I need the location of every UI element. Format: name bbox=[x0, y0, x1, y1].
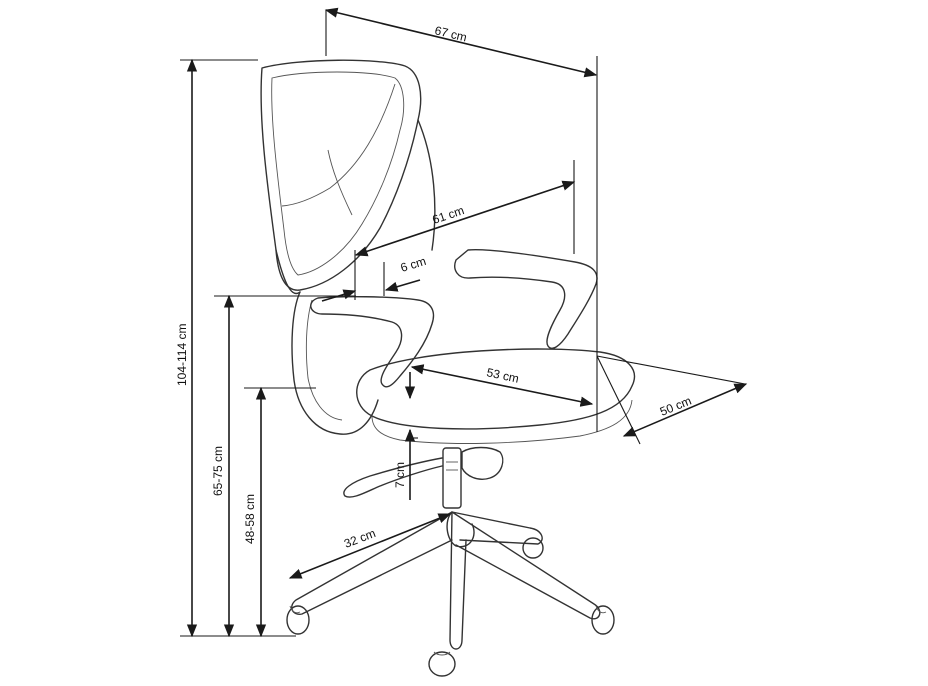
base-star bbox=[291, 511, 601, 650]
seat-edge bbox=[371, 399, 633, 444]
backrest-seam bbox=[281, 83, 396, 207]
label-base-radius: 32 cm bbox=[342, 526, 378, 551]
backrest-seam-2 bbox=[327, 149, 353, 216]
dim-base-radius bbox=[288, 513, 452, 579]
dim-backrest-width bbox=[354, 180, 576, 257]
label-seat-depth: 50 cm bbox=[658, 394, 694, 419]
mechanism bbox=[461, 446, 504, 480]
extension-lines bbox=[180, 10, 746, 637]
casters bbox=[286, 537, 615, 677]
label-width-total: 67 cm bbox=[433, 23, 468, 44]
dim-armrest-width-2 bbox=[384, 279, 421, 292]
seat bbox=[356, 348, 636, 430]
backrest-outer bbox=[260, 59, 422, 291]
dimension-lines bbox=[186, 7, 748, 638]
dimension-labels: 67 cm 61 cm 6 cm 104-114 cm 65-75 cm 48-… bbox=[175, 23, 693, 550]
chair-outline bbox=[260, 59, 636, 677]
dim-width-total bbox=[324, 7, 598, 78]
dim-armrest-width bbox=[321, 289, 357, 302]
lower-back-inner bbox=[305, 299, 343, 421]
dim-seat-depth bbox=[622, 383, 748, 437]
armrest-left bbox=[310, 296, 435, 388]
label-armrest-width: 6 cm bbox=[399, 254, 428, 275]
label-total-height: 104-114 cm bbox=[175, 324, 189, 386]
label-seat-width: 53 cm bbox=[485, 365, 520, 385]
lever bbox=[343, 457, 443, 498]
gas-cylinder bbox=[442, 447, 462, 509]
label-armrest-height: 65-75 cm bbox=[211, 446, 225, 496]
armrest-right bbox=[454, 248, 598, 350]
backrest-inner bbox=[271, 71, 405, 276]
lower-back bbox=[291, 291, 379, 435]
label-seat-height: 48-58 cm bbox=[243, 494, 257, 544]
dim-seat-width bbox=[410, 364, 594, 407]
label-height-adjust: 7 cm bbox=[393, 462, 407, 488]
